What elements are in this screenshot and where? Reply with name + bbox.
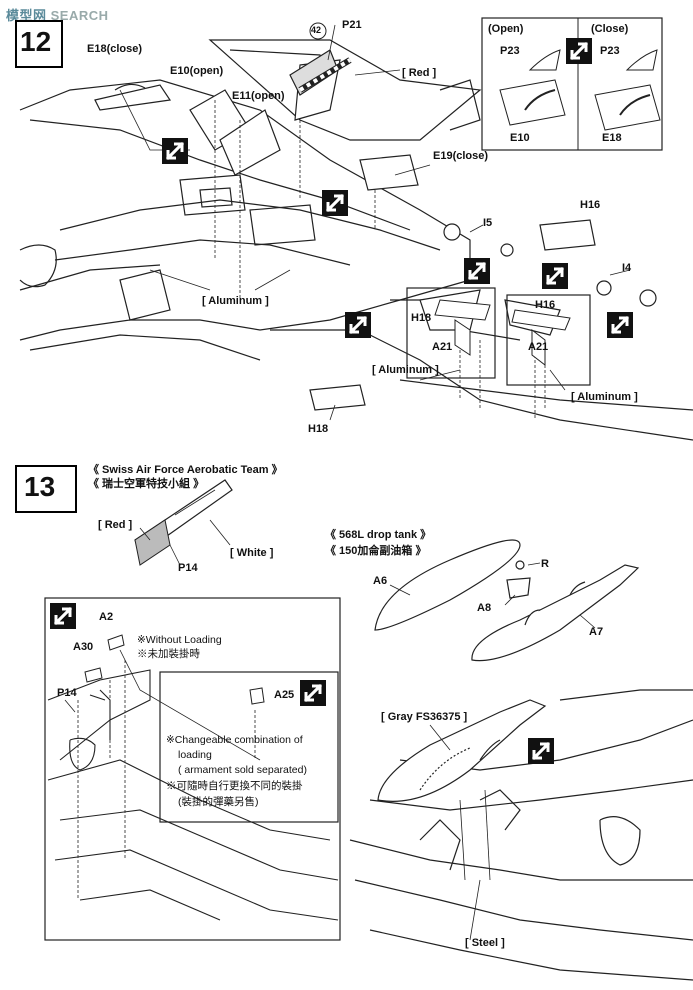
box-note-5: (裝掛的彈藥另售) [178,796,259,808]
team-title-en: 《 Swiss Air Force Aerobatic Team 》 [88,464,283,476]
gray-leaders [429,724,491,941]
label-h18-box: H18 [411,312,432,324]
step-12-box [15,20,63,68]
sub-box-parts [434,299,571,367]
label-aluminum-1: [ Aluminum ] [202,295,269,307]
sub-box-left [406,287,496,379]
drop-tank [374,539,640,662]
inset-open-label: (Open) [488,23,524,35]
armament-wing [47,669,339,921]
label-red: [ Red ] [402,67,437,79]
label-p21: P21 [342,19,362,31]
step12-solid-leaders [119,24,631,421]
inset-p23-close: P23 [600,45,620,57]
armament-parts [84,634,265,705]
inset-e10: E10 [510,132,530,144]
watermark-brand: 模型网 [6,8,47,23]
tank-title-en: 《 568L drop tank 》 [325,529,432,541]
inset-close-label: (Close) [591,23,629,35]
label-a8: A8 [477,602,492,614]
label-e19-close: E19(close) [433,150,489,162]
callout-circle [309,22,327,40]
label-aluminum-2: [ Aluminum ] [372,364,439,376]
inset-p23-open: P23 [500,45,520,57]
box-label-a2: A2 [99,611,114,623]
step-12-number: 12 [20,26,52,57]
armament-solid-leaders [64,649,261,761]
label-p14: P14 [178,562,198,574]
step12-parts [94,49,657,411]
label-e10-open: E10(open) [170,65,224,77]
label-a21-left: A21 [432,341,453,353]
label-white: [ White ] [230,547,274,559]
label-steel: [ Steel ] [465,937,505,949]
p21-probe [298,57,352,93]
step-13-number: 13 [24,471,56,502]
sub-box-right [506,294,591,386]
box-note-2: loading [178,749,212,761]
label-i5: I5 [483,217,493,229]
team-title-zh: 《 瑞士空軍特技小組 》 [88,478,205,490]
armament-box [44,597,341,941]
inset-e18: E18 [602,132,622,144]
label-e18-close: E18(close) [87,43,143,55]
p14-pylon [134,479,233,566]
label-h16-top: H16 [580,199,601,211]
label-red-13: [ Red ] [98,519,133,531]
step12-inset [481,17,663,151]
gray-drop-tank [377,699,547,802]
callout-42: 42 [311,25,322,35]
label-h16-box: H16 [535,299,556,311]
box-label-p14: P14 [57,687,77,699]
box-label-a25: A25 [274,689,295,701]
label-e11-open: E11(open) [232,90,285,102]
label-aluminum-3: [ Aluminum ] [571,391,638,403]
p14-leaders [139,519,231,566]
step-13-box [15,465,77,513]
label-r: R [541,558,549,570]
box-without-en: ※Without Loading [137,634,222,646]
label-h18-bottom: H18 [308,423,329,435]
box-label-a30: A30 [73,641,94,653]
tank-title-zh: 《 150加侖副油箱 》 [325,545,427,557]
label-a7: A7 [589,626,604,638]
step12-fuselage [19,39,693,441]
watermark: 模型网 SEARCH [6,5,109,24]
box-note-3: ( armament sold separated) [178,764,307,776]
step13-aircraft [349,689,693,981]
box-note-4: ※可隨時自行更換不同的裝掛 [166,780,303,792]
armament-leaders [77,660,256,900]
label-a6: A6 [373,575,388,587]
label-gray: [ Gray FS36375 ] [381,711,468,723]
watermark-text: SEARCH [50,8,109,23]
label-a21-right: A21 [528,341,549,353]
label-i4: I4 [622,262,632,274]
box-note-1: ※Changeable combination of [166,734,303,746]
box-without-zh: ※未加裝掛時 [137,648,200,660]
tank-leaders [389,562,596,629]
